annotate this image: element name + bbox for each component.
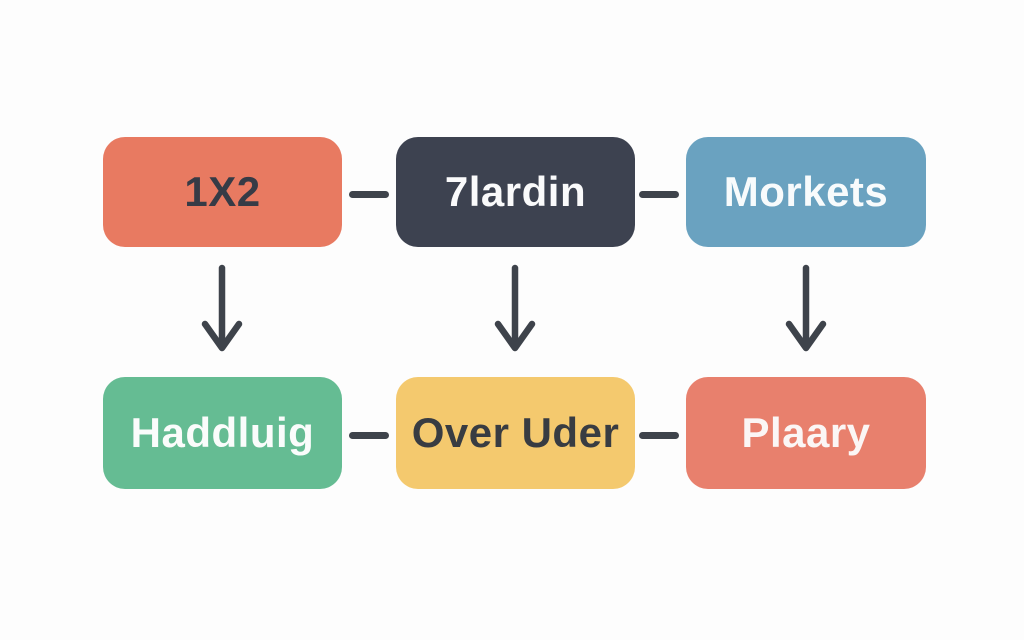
arrow-down-icon xyxy=(201,264,243,352)
node-haddluig: Haddluig xyxy=(103,377,342,489)
dash-connector-icon xyxy=(639,432,679,439)
node-7lardin: 7lardin xyxy=(396,137,635,247)
dash-connector-icon xyxy=(349,191,389,198)
dash-connector-icon xyxy=(639,191,679,198)
arrow-down-icon xyxy=(494,264,536,352)
dash-connector-icon xyxy=(349,432,389,439)
arrow-down-icon xyxy=(785,264,827,352)
node-plaary: Plaary xyxy=(686,377,926,489)
node-over-uder: Over Uder xyxy=(396,377,635,489)
node-morkets: Morkets xyxy=(686,137,926,247)
node-1x2: 1X2 xyxy=(103,137,342,247)
